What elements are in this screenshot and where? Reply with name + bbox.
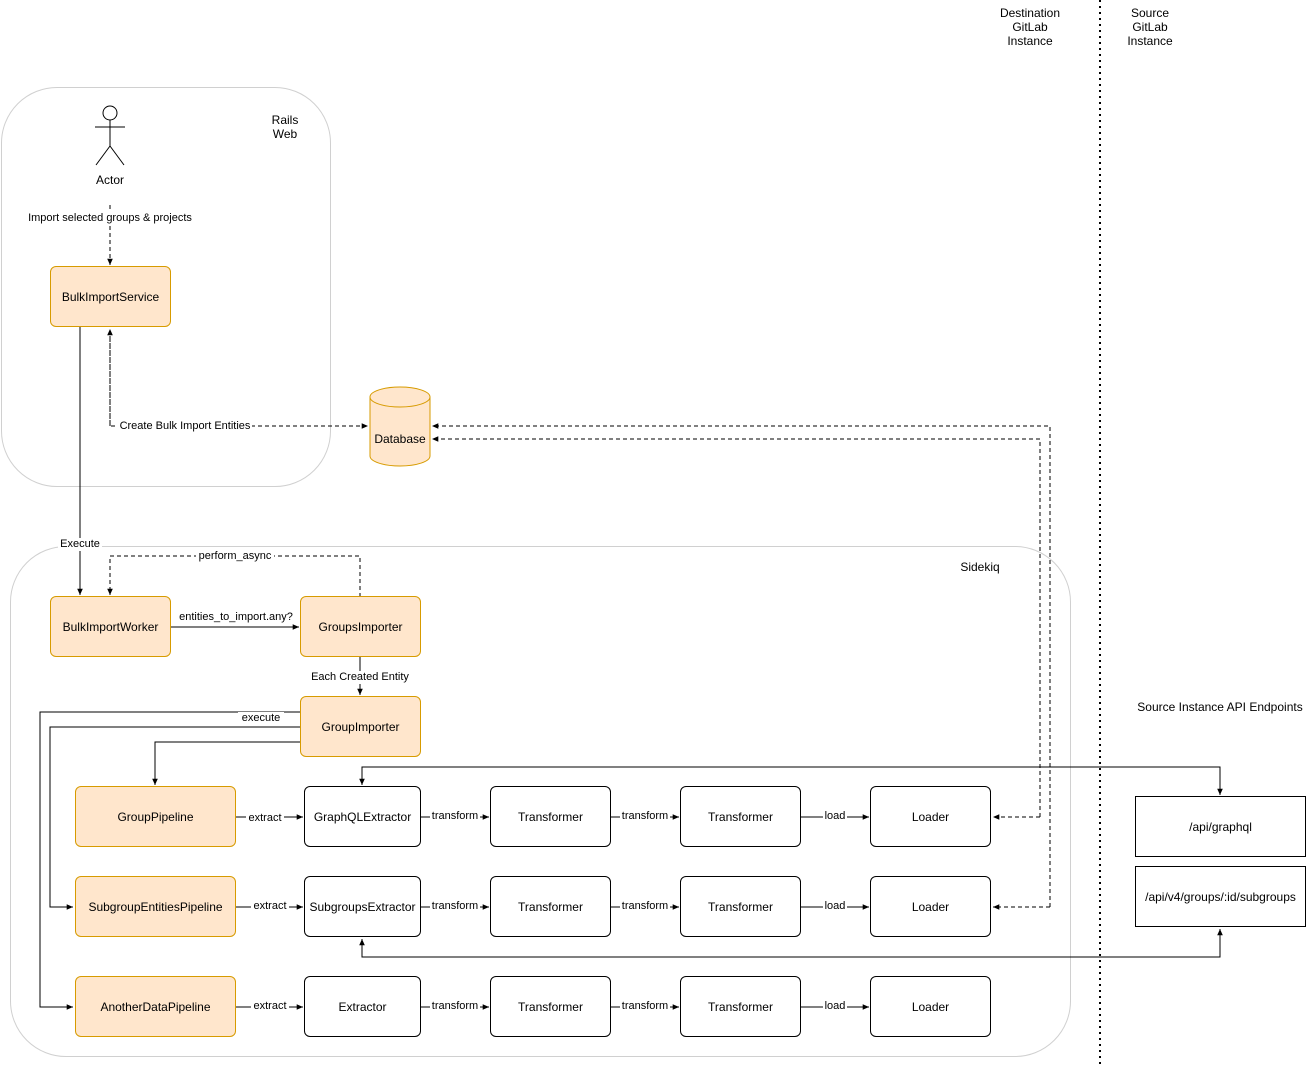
label-transform-row2-b: transform <box>620 900 670 913</box>
rails-web-region <box>1 87 331 487</box>
label-entities-any: entities_to_import.any? <box>176 611 296 624</box>
edge-loader1-database <box>432 436 1041 817</box>
loader-row1[interactable]: Loader <box>870 786 991 847</box>
transformer-row3-b[interactable]: Transformer <box>680 976 801 1037</box>
bulk-import-service[interactable]: BulkImportService <box>50 266 171 327</box>
edge-execute-subgroup <box>49 726 300 910</box>
transformer-row1-b[interactable]: Transformer <box>680 786 801 847</box>
label-perform-async: perform_async <box>196 550 274 563</box>
label-load-row1: load <box>823 810 847 823</box>
database-label: Database <box>374 432 426 446</box>
groups-importer[interactable]: GroupsImporter <box>300 596 421 657</box>
subgroup-entities-pipeline[interactable]: SubgroupEntitiesPipeline <box>75 876 236 937</box>
label-transform-row1-b: transform <box>620 810 670 823</box>
label-extract-row3: extract <box>251 1000 289 1013</box>
actor-icon <box>95 105 125 166</box>
group-pipeline[interactable]: GroupPipeline <box>75 786 236 847</box>
actor-label: Actor <box>95 173 124 187</box>
label-create-entities: Create Bulk Import Entities <box>118 420 252 433</box>
transformer-row2-a[interactable]: Transformer <box>490 876 611 937</box>
database-icon <box>369 386 431 467</box>
edge-execute-another <box>39 711 300 1010</box>
label-execute-upper: Execute <box>58 538 102 551</box>
label-import-selected: Import selected groups & projects <box>26 212 194 225</box>
edge-loader2-database <box>432 423 1051 907</box>
label-each-entity: Each Created Entity <box>308 671 412 684</box>
label-load-row2: load <box>823 900 847 913</box>
transformer-row2-b[interactable]: Transformer <box>680 876 801 937</box>
endpoints-title: Source Instance API Endpoints <box>1137 700 1303 714</box>
label-transform-row3-b: transform <box>620 1000 670 1013</box>
bulk-import-worker[interactable]: BulkImportWorker <box>50 596 171 657</box>
edge-perform-async <box>107 555 361 597</box>
label-transform-row3-a: transform <box>430 1000 480 1013</box>
label-execute-lower: execute <box>238 712 284 725</box>
label-extract-row1: extract <box>246 812 284 825</box>
transformer-row3-a[interactable]: Transformer <box>490 976 611 1037</box>
loader-row2[interactable]: Loader <box>870 876 991 937</box>
label-load-row3: load <box>823 1000 847 1013</box>
group-importer[interactable]: GroupImporter <box>300 696 421 757</box>
edge-service-database <box>109 336 368 429</box>
sidekiq-region <box>10 546 1071 1057</box>
transformer-row1-a[interactable]: Transformer <box>490 786 611 847</box>
endpoint-subgroups[interactable]: /api/v4/groups/:id/subgroups <box>1135 866 1306 927</box>
label-transform-row1-a: transform <box>430 810 480 823</box>
extractor[interactable]: Extractor <box>304 976 421 1037</box>
loader-row3[interactable]: Loader <box>870 976 991 1037</box>
subgroups-extractor[interactable]: SubgroupsExtractor <box>304 876 421 937</box>
sidekiq-label: Sidekiq <box>960 560 1000 574</box>
graphql-extractor[interactable]: GraphQLExtractor <box>304 786 421 847</box>
label-transform-row2-a: transform <box>430 900 480 913</box>
endpoint-graphql[interactable]: /api/graphql <box>1135 796 1306 857</box>
label-extract-row2: extract <box>251 900 289 913</box>
another-data-pipeline[interactable]: AnotherDataPipeline <box>75 976 236 1037</box>
edge-execute-group <box>152 741 300 785</box>
